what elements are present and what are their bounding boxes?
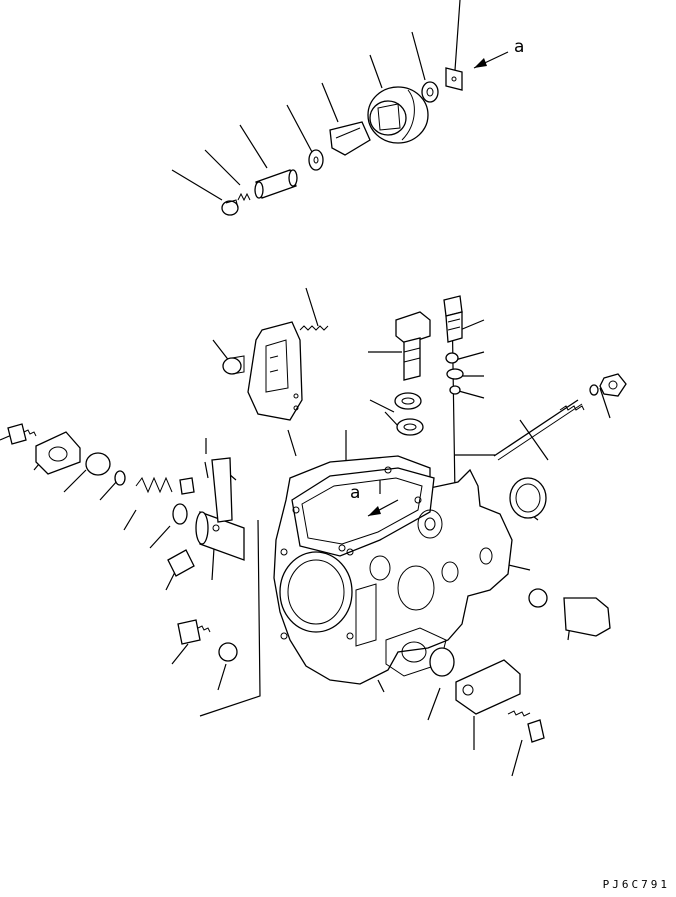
lock-plate-part <box>445 67 463 91</box>
drawing-code: PJ6C791 <box>602 878 670 891</box>
ring-part <box>421 81 439 103</box>
o-ring-part <box>85 452 111 476</box>
banjo-bolt-part <box>395 311 431 381</box>
side-cover-part <box>455 659 521 715</box>
flange-plate-part <box>35 431 81 475</box>
cover-gasket-part <box>429 647 455 677</box>
oil-seal-part <box>509 477 547 519</box>
washer-part <box>308 149 324 171</box>
control-rod-part <box>493 373 627 461</box>
bolt-left-part <box>7 423 37 445</box>
roller-part <box>167 549 195 577</box>
cover-screw-part <box>299 325 329 331</box>
left-side-parts <box>0 423 261 717</box>
stud-bolt-part <box>177 619 211 645</box>
shaft-part <box>254 169 298 199</box>
shim-part <box>172 503 188 525</box>
small-washer-part <box>114 470 126 486</box>
gear-part <box>367 86 429 144</box>
callout-label-upper: a <box>514 37 524 57</box>
clip-part <box>179 477 195 495</box>
cap-part <box>221 199 239 216</box>
pump-housing: a <box>273 455 513 685</box>
plug-large-part <box>528 588 611 637</box>
pin-part <box>211 457 233 523</box>
callout-label-housing: a <box>350 483 360 503</box>
upper-subassembly: a <box>171 0 524 216</box>
cover-bolt-part <box>507 710 545 743</box>
right-side-parts <box>377 588 611 777</box>
spring-part <box>135 476 173 494</box>
small-spring-part <box>237 192 251 202</box>
valve-fitting-part <box>443 295 464 395</box>
washer-lower-part <box>218 642 238 662</box>
direction-arrow-upper: a <box>473 37 524 69</box>
sleeve-part <box>195 511 245 561</box>
governor-cover-part <box>247 321 303 421</box>
housing-assembly: a <box>0 287 627 777</box>
wedge-block-part <box>329 121 371 156</box>
gasket-part <box>394 392 424 436</box>
plug-part <box>222 355 245 375</box>
